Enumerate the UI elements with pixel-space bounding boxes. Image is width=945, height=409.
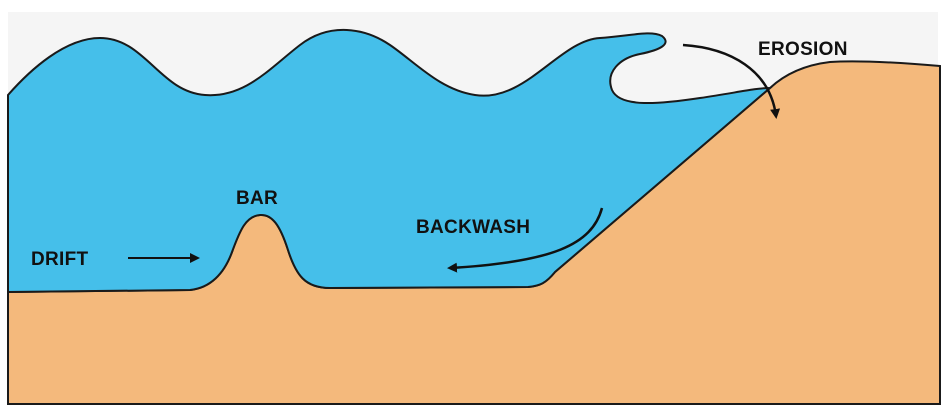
backwash-label: BACKWASH — [416, 217, 530, 238]
bar-label: BAR — [236, 188, 278, 209]
erosion-label: EROSION — [758, 39, 848, 60]
drift-label: DRIFT — [31, 249, 89, 270]
